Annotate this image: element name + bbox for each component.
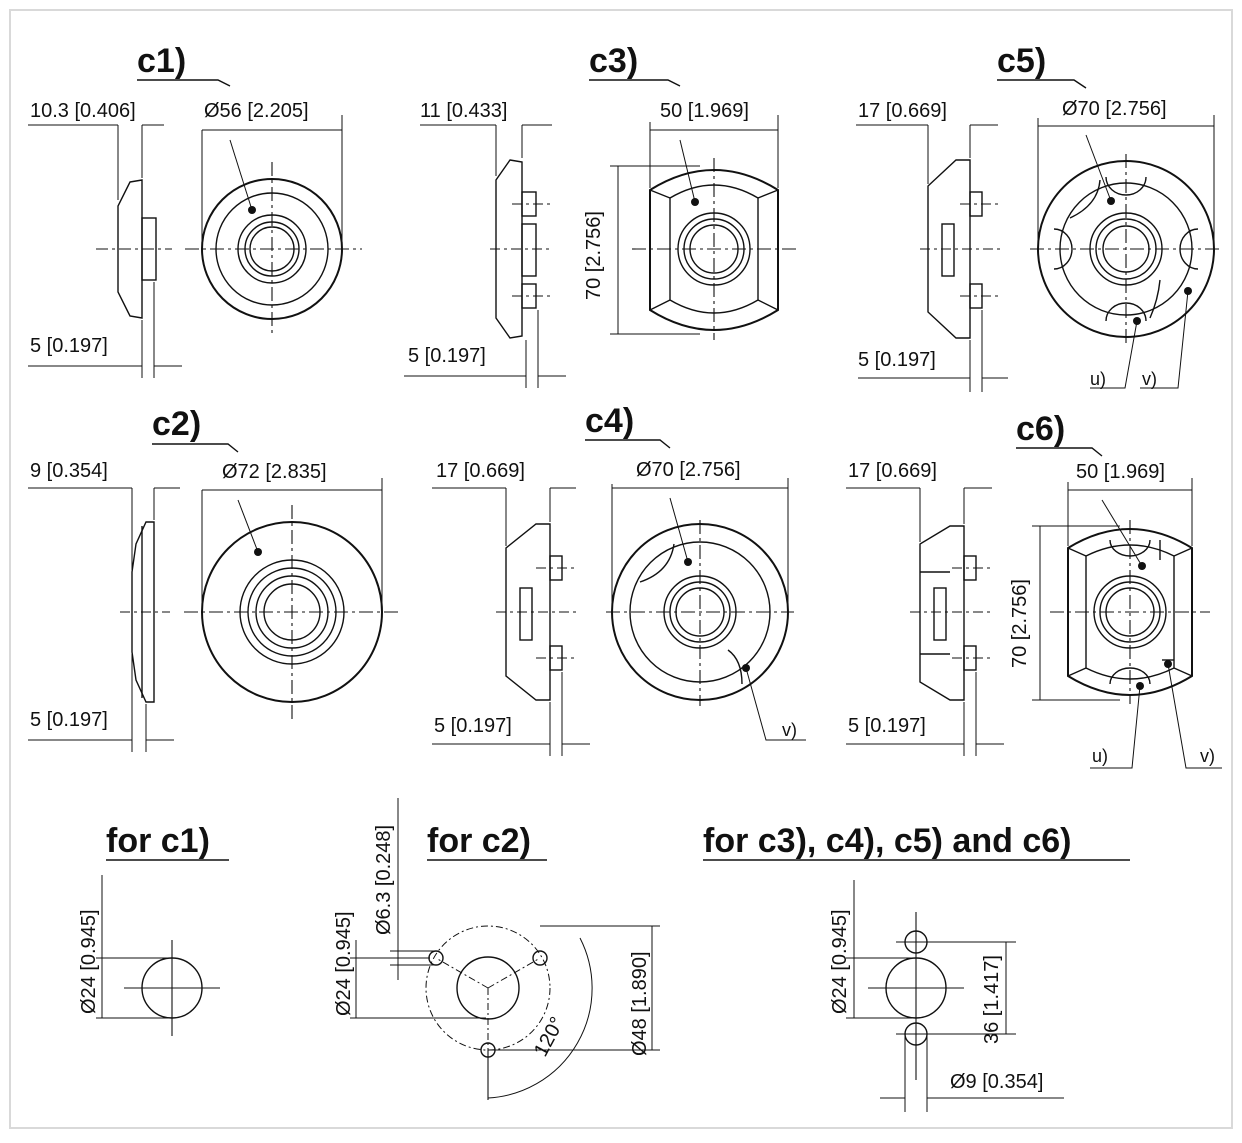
view-c5: c5) 17 [0.669] 5 [0.197] xyxy=(856,42,1220,392)
view-c3: c3) 11 [0.433] 5 [0.197] xyxy=(404,42,796,388)
c2-thickness-dim: 9 [0.354] xyxy=(30,460,108,482)
c6-step-dim: 5 [0.197] xyxy=(848,715,926,737)
c1-thickness-dim: 10.3 [0.406] xyxy=(30,100,136,122)
c5-thickness-dim: 17 [0.669] xyxy=(858,100,947,122)
c6-thickness-dim: 17 [0.669] xyxy=(848,460,937,482)
c5-step-dim: 5 [0.197] xyxy=(858,349,936,371)
c2-step-dim: 5 [0.197] xyxy=(30,709,108,731)
for-c2-hole-dim: Ø24 [0.945] xyxy=(333,911,355,1016)
c3-step-dim: 5 [0.197] xyxy=(408,345,486,367)
c6-width-dim: 50 [1.969] xyxy=(1076,461,1165,483)
cutout-for-c1: for c1) Ø24 [0.945] xyxy=(78,822,229,1036)
c5-callout-u: u) xyxy=(1090,369,1106,389)
c3-title: c3) xyxy=(589,42,638,80)
c3-height-dim: 70 [2.756] xyxy=(583,211,605,300)
c3-side-profile xyxy=(495,159,523,339)
for-c2-small-hole-dim: Ø6.3 [0.248] xyxy=(373,825,395,935)
c2-title: c2) xyxy=(152,405,201,443)
c6-callout-u: u) xyxy=(1092,746,1108,766)
for-c2-title: for c2) xyxy=(427,822,531,860)
sheet-border xyxy=(9,9,1233,1129)
for-c3-c6-title: for c3), c4), c5) and c6) xyxy=(703,822,1071,860)
c3-thickness-dim: 11 [0.433] xyxy=(420,100,507,122)
c5-title: c5) xyxy=(997,42,1046,80)
for-c2-pitch-circle-dim: Ø48 [1.890] xyxy=(629,951,651,1056)
c4-thickness-dim: 17 [0.669] xyxy=(436,460,525,482)
c4-diameter-dim: Ø70 [2.756] xyxy=(636,459,741,481)
cutout-for-c3-c6: for c3), c4), c5) and c6) Ø24 [0.945] 36… xyxy=(703,822,1130,1112)
c6-callout-v: v) xyxy=(1200,746,1215,766)
c1-step-dim: 5 [0.197] xyxy=(30,335,108,357)
c2-diameter-dim: Ø72 [2.835] xyxy=(222,461,327,483)
c6-title: c6) xyxy=(1016,410,1065,448)
for-c3-c6-spacing-dim: 36 [1.417] xyxy=(981,955,1003,1044)
c5-diameter-dim: Ø70 [2.756] xyxy=(1062,98,1167,120)
for-c3-c6-small-hole-dim: Ø9 [0.354] xyxy=(950,1071,1043,1093)
for-c1-title: for c1) xyxy=(106,822,210,860)
view-c2: c2) 9 [0.354] 5 [0.197] Ø72 [2.835] xyxy=(28,405,400,752)
c4-side-profile xyxy=(505,523,551,701)
view-c6: c6) 17 [0.669] 5 [0.197] xyxy=(846,410,1222,769)
view-c4: c4) 17 [0.669] 5 [0.197] Ø70 [2.7 xyxy=(432,402,806,756)
for-c3-c6-hole-dim: Ø24 [0.945] xyxy=(829,909,851,1014)
for-c2-pitch-circle xyxy=(425,925,551,1051)
c1-title: c1) xyxy=(137,42,186,80)
c5-side-profile xyxy=(927,159,971,339)
c4-callout-v: v) xyxy=(782,720,797,740)
c6-height-dim: 70 [2.756] xyxy=(1009,579,1031,668)
c4-step-dim: 5 [0.197] xyxy=(434,715,512,737)
c2-side-profile xyxy=(131,521,155,703)
cutout-for-c2: for c2) 120° Ø24 [0.945] Ø6.3 [0.248] Ø4… xyxy=(333,798,660,1100)
view-c1: c1) 10.3 [0.406] 5 [0.197] Ø56 [2.205] xyxy=(28,42,362,378)
c6-side-profile xyxy=(919,525,965,701)
c4-title: c4) xyxy=(585,402,634,440)
c5-callout-v: v) xyxy=(1142,369,1157,389)
c1-side-profile xyxy=(117,179,143,319)
c3-width-dim: 50 [1.969] xyxy=(660,100,749,122)
c1-diameter-dim: Ø56 [2.205] xyxy=(204,100,309,122)
for-c1-hole-dim: Ø24 [0.945] xyxy=(78,909,100,1014)
